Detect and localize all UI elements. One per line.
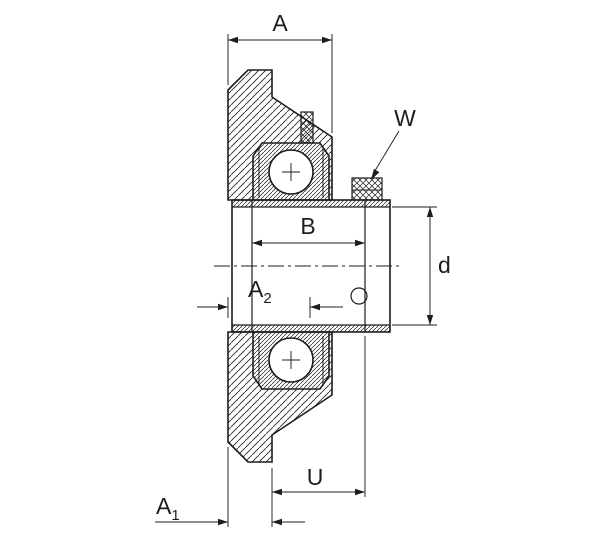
dim-label-A: A	[272, 10, 288, 36]
bearing-ball-lower	[268, 337, 314, 383]
grease-fitting	[300, 111, 314, 144]
dim-label-U: U	[307, 464, 324, 490]
dim-U-arrow-left	[272, 488, 282, 496]
dim-B-arrow-right	[355, 239, 365, 247]
dim-A-arrow-right	[322, 36, 332, 44]
leader-W-line	[372, 130, 400, 175]
set-screw-hatch	[352, 178, 382, 200]
dim-offset-A2: A2	[197, 276, 343, 318]
dim-label-A2-base: A	[248, 276, 264, 302]
dim-label-B: B	[300, 213, 315, 239]
housing-lower-hatch	[228, 332, 332, 462]
dim-U-arrow-right	[355, 488, 365, 496]
bearing-insert-upper-outline	[252, 142, 330, 200]
dim-B-arrow-left	[252, 239, 262, 247]
set-screw	[351, 177, 383, 201]
dim-inner-ring-width-B: B	[252, 213, 365, 247]
dim-A-arrow-left	[228, 36, 238, 44]
bearing-insert-upper	[252, 142, 330, 200]
bearing-insert-lower-hatch	[253, 332, 329, 389]
leader-W-arrow	[371, 168, 380, 180]
leader-set-screw-W: W	[371, 105, 416, 180]
grease-fitting-outline	[300, 111, 314, 144]
dim-base-U: U	[271, 336, 366, 527]
dim-A1-arrow-left	[218, 518, 228, 526]
set-screw-outline	[351, 177, 383, 201]
housing-upper-hatch	[228, 70, 332, 200]
dim-label-A1-base: A	[156, 493, 172, 519]
dim-label-A2-sub: 2	[263, 290, 271, 307]
bearing-insert-lower	[252, 332, 330, 390]
bearing-ball-upper	[268, 149, 314, 195]
inner-ring-hatch-bottom	[232, 325, 390, 332]
dim-flange-thickness-A1: A1	[155, 447, 305, 527]
bearing-insert-upper-hatch	[253, 143, 329, 200]
dim-d-arrow-top	[426, 207, 434, 217]
dim-d-arrow-bottom	[426, 315, 434, 325]
dim-label-A1-sub: 1	[171, 507, 179, 524]
grease-fitting-hatch	[301, 112, 313, 143]
dim-A1-arrow-right	[272, 518, 282, 526]
dim-label-A1: A1	[156, 493, 180, 524]
dim-label-A2: A2	[248, 276, 272, 307]
inner-ring-hatch-top	[232, 200, 390, 207]
dim-label-W: W	[394, 105, 416, 131]
lube-hole	[350, 287, 368, 305]
dim-housing-width-A: A	[227, 10, 333, 133]
dim-A2-arrow-left	[218, 303, 228, 311]
bearing-insert-lower-outline	[252, 332, 330, 390]
dim-label-d: d	[438, 252, 451, 278]
dim-bore-diameter-d: d	[392, 206, 451, 326]
dim-A2-arrow-right	[310, 303, 320, 311]
